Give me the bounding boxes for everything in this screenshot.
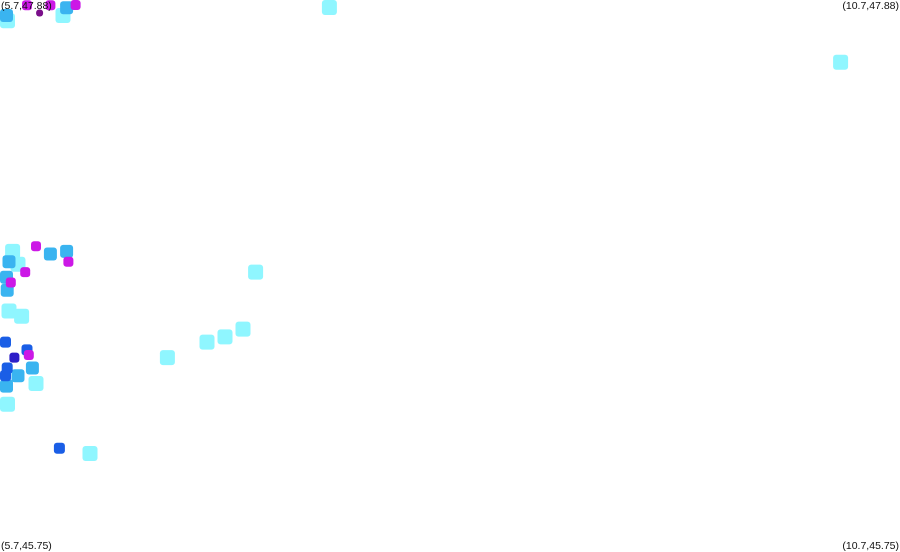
- precip-cell-mid: [11, 369, 25, 383]
- precip-cell-very-heavy: [5, 277, 16, 288]
- precip-cell-very-heavy: [20, 267, 31, 278]
- corner-label-top-left: (5.7,47.88): [1, 0, 52, 12]
- corner-label-top-right: (10.7,47.88): [842, 0, 899, 12]
- precip-cell-mid: [0, 9, 13, 22]
- precip-cell-light: [82, 446, 98, 461]
- precip-cell-light: [833, 54, 849, 70]
- precip-cell-mid: [43, 247, 57, 261]
- precip-cell-extreme: [36, 9, 44, 17]
- precip-cell-very-heavy: [23, 350, 34, 360]
- precip-cell-mid: [25, 361, 39, 375]
- precip-cell-strong: [53, 442, 65, 454]
- precip-cell-light: [321, 0, 337, 15]
- precip-cell-light: [5, 243, 21, 259]
- corner-label-bottom-left: (5.7,45.75): [1, 540, 52, 552]
- precip-cell-very-heavy: [22, 0, 32, 11]
- precip-cell-light: [199, 334, 215, 350]
- precip-cell-strong: [0, 370, 11, 382]
- precip-cell-mid: [0, 379, 13, 393]
- precip-cell-very-heavy: [45, 0, 56, 11]
- precip-cell-light: [0, 396, 15, 412]
- precip-cell-very-heavy: [63, 256, 74, 267]
- precipitation-cells: [0, 0, 849, 461]
- precip-cell-light: [28, 376, 44, 391]
- corner-label-bottom-right: (10.7,45.75): [842, 540, 899, 552]
- precip-cell-mid: [60, 1, 74, 15]
- precip-cell-mid: [60, 244, 74, 258]
- precip-cell-mid: [2, 255, 16, 269]
- precip-cell-heavy: [9, 352, 20, 363]
- precip-cell-light: [1, 303, 17, 319]
- precip-cell-very-heavy: [70, 0, 81, 10]
- precip-cell-very-heavy: [31, 241, 41, 252]
- precip-cell-light: [159, 350, 175, 366]
- precip-cell-strong: [0, 336, 11, 348]
- precip-cell-light: [217, 329, 233, 345]
- precip-cell-light: [235, 321, 251, 337]
- precip-cell-light: [14, 308, 30, 324]
- precip-cell-light: [248, 264, 264, 280]
